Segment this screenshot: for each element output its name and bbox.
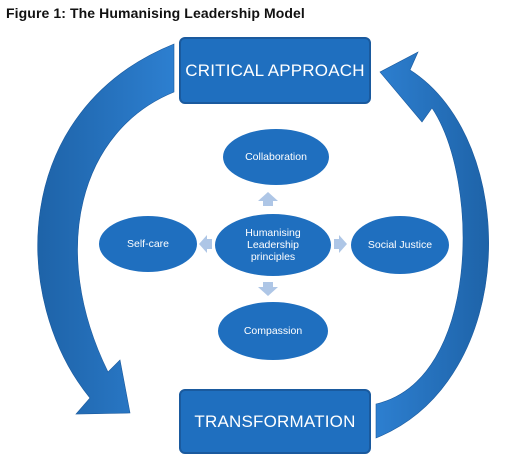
center-principles-label: Humanising Leadership principles: [245, 227, 301, 263]
right-curved-arrow: [375, 51, 489, 439]
arrow-down-icon: [258, 282, 278, 296]
arrow-right-icon: [334, 235, 347, 253]
arrow-left-icon: [199, 235, 212, 253]
transformation-box: TRANSFORMATION: [179, 389, 371, 454]
principle-compassion: Compassion: [216, 300, 330, 362]
principle-self-care: Self-care: [97, 214, 199, 274]
principle-social-justice: Social Justice: [349, 214, 451, 276]
arrow-up-icon: [258, 192, 278, 206]
left-curved-arrow: [37, 43, 175, 415]
critical-approach-box: CRITICAL APPROACH: [179, 37, 371, 104]
figure-title: Figure 1: The Humanising Leadership Mode…: [6, 5, 305, 21]
center-principles: Humanising Leadership principles: [213, 212, 333, 278]
principle-collaboration: Collaboration: [221, 127, 331, 187]
